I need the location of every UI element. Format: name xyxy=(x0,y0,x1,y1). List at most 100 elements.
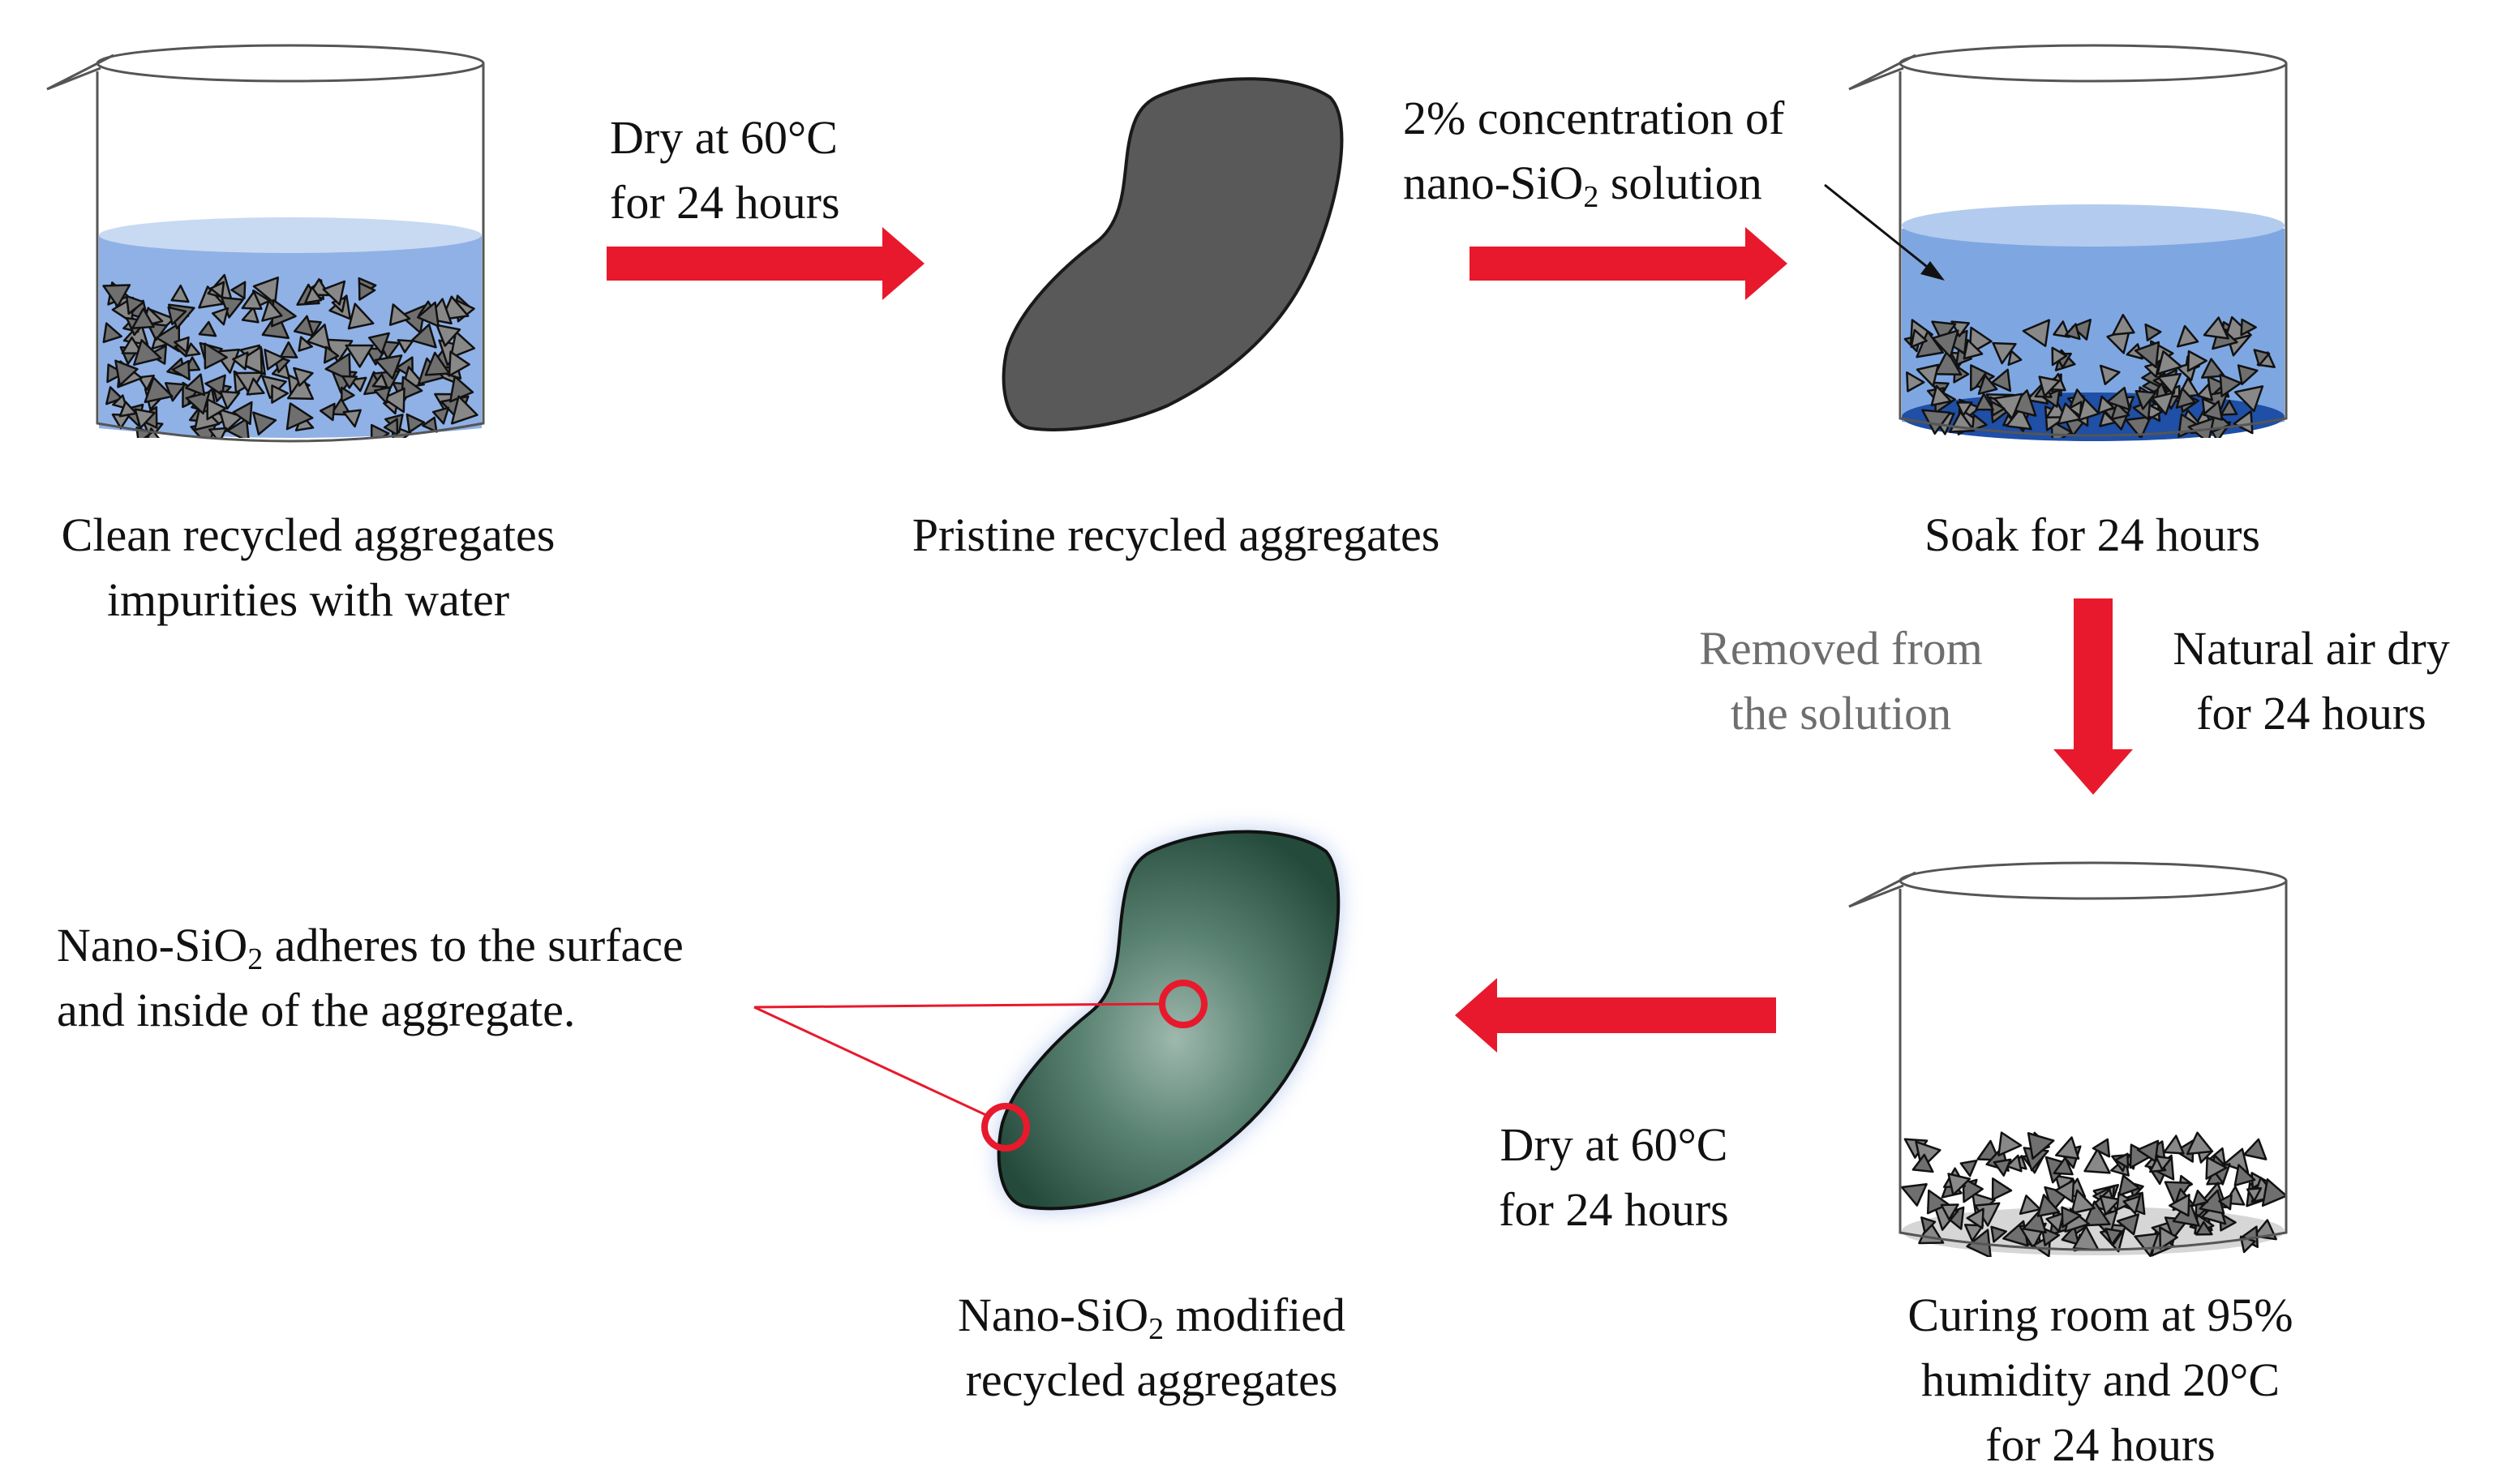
aggregate-particle xyxy=(293,315,315,337)
aggregate-particle xyxy=(410,323,437,349)
aggregate-particle xyxy=(144,376,174,404)
annotation-pointers xyxy=(753,980,1208,1152)
aggregate-particle xyxy=(2036,1194,2061,1217)
aggregate-particle xyxy=(1962,1177,1984,1203)
aggregate-particle xyxy=(102,284,131,308)
aggregate-particle xyxy=(342,409,362,428)
aggregate-particle xyxy=(114,359,139,387)
aggregate-particle xyxy=(232,401,253,426)
label-arrow-dry2: Dry at 60°C for 24 hours xyxy=(1499,1118,1729,1236)
aggregate-particle xyxy=(2169,1194,2190,1217)
aggregate-particle xyxy=(1997,1131,2023,1156)
aggregate-particle xyxy=(340,386,355,403)
aggregate-particle xyxy=(2071,319,2092,341)
aggregate-particle xyxy=(370,423,390,438)
aggregate-particle xyxy=(2134,341,2160,369)
aggregate-particle xyxy=(2116,1213,2140,1236)
aggregate-particle xyxy=(2176,324,2199,348)
aggregate-particle xyxy=(2242,1138,2268,1160)
aggregate-particle xyxy=(1920,1216,1937,1233)
aggregate-particle xyxy=(121,336,144,354)
aggregate-particle xyxy=(1992,341,2017,365)
aggregate-particle xyxy=(271,384,290,404)
arrow-down xyxy=(2053,598,2133,795)
aggregate-particle xyxy=(118,401,138,418)
beaker-soak-rim xyxy=(1899,44,2288,83)
aggregate-particle xyxy=(2105,1227,2122,1246)
pointer-line-surface xyxy=(753,1002,1162,1009)
aggregate-particle xyxy=(2195,1220,2213,1236)
aggregate-particle xyxy=(2218,1194,2233,1211)
aggregate-particle xyxy=(2156,350,2182,375)
aggregate-particle xyxy=(450,395,478,425)
aggregate-particle xyxy=(2054,1179,2075,1203)
aggregate-particle xyxy=(298,336,313,352)
aggregate-particle xyxy=(286,375,315,401)
aggregate-particle xyxy=(397,339,414,354)
aggregate-particle xyxy=(324,353,351,381)
aggregate-particle xyxy=(125,294,145,315)
aggregate-particle xyxy=(206,398,227,421)
aggregate-particle xyxy=(424,351,451,376)
aggregate-particle xyxy=(345,344,374,368)
aggregate-particle xyxy=(2050,419,2073,438)
aggregate-pile-curing xyxy=(1900,1131,2286,1257)
aggregate-particle xyxy=(388,303,411,326)
arrow-dry xyxy=(607,227,925,300)
aggregate-particle xyxy=(2220,399,2238,416)
aggregate-particle xyxy=(2007,350,2023,367)
beaker-curing-glass xyxy=(1899,881,2288,1251)
highlight-ring-inside xyxy=(981,1103,1030,1152)
aggregate-particle xyxy=(2110,402,2130,421)
aggregate-particle xyxy=(322,280,346,306)
aggregate-particle xyxy=(2061,1206,2082,1229)
process-arrows xyxy=(607,227,2133,1053)
aggregate-particle xyxy=(285,402,314,431)
aggregate-particle xyxy=(2155,1155,2173,1171)
aggregate-particle xyxy=(155,322,181,353)
label-modified: Nano-SiO2 modified recycled aggregates xyxy=(957,1289,1346,1406)
solution-pointer xyxy=(1824,183,1945,281)
aggregate-particle xyxy=(2163,1134,2185,1155)
aggregate-particle xyxy=(367,332,390,354)
aggregate-particle xyxy=(1993,1158,2012,1177)
aggregate-pile-wash xyxy=(102,273,478,438)
aggregate-particle xyxy=(2159,1226,2178,1250)
aggregate-pile-soak xyxy=(1903,314,2276,438)
aggregate-particle xyxy=(131,307,155,329)
aggregate-particle xyxy=(2134,1233,2160,1257)
aggregate-particle xyxy=(2219,373,2242,397)
aggregate-particle xyxy=(1947,1173,1972,1196)
aggregate-particle xyxy=(2019,1194,2041,1216)
aggregate-particle xyxy=(2057,402,2082,425)
aggregate-particle xyxy=(2106,386,2131,411)
aggregate-particle xyxy=(102,322,122,344)
aggregate-particle xyxy=(435,324,461,347)
aggregate-particle xyxy=(2045,1212,2065,1233)
aggregate-particle xyxy=(1933,350,1963,376)
aggregate-particle xyxy=(347,302,375,330)
aggregate-particle xyxy=(358,281,376,301)
pointer-line-inside xyxy=(753,1006,989,1117)
aggregate-particle xyxy=(401,375,423,401)
aggregate-particle xyxy=(2006,1154,2023,1173)
aggregate-particle xyxy=(2077,397,2100,422)
aggregate-particle xyxy=(449,330,476,359)
aggregate-particle xyxy=(1975,392,1994,411)
aggregate-particle xyxy=(2054,1136,2080,1160)
aggregate-particle xyxy=(184,342,201,358)
aggregate-particle xyxy=(2175,387,2196,409)
aggregate-particle xyxy=(2092,1138,2111,1158)
aggregate-particle xyxy=(2205,1156,2228,1180)
aggregate-particle xyxy=(1911,1153,1934,1173)
aggregate-particle xyxy=(2038,375,2061,397)
aggregate-particle xyxy=(405,413,426,434)
aggregate-particle xyxy=(211,307,230,326)
aggregate-particle xyxy=(2099,364,2121,385)
aggregate-particle xyxy=(1906,371,1925,392)
aggregate-particle xyxy=(371,373,388,388)
aggregate-particle xyxy=(171,359,191,381)
aggregate-particle xyxy=(198,320,217,337)
beaker-curing-rim xyxy=(1899,861,2288,900)
aggregate-particle xyxy=(204,374,226,397)
